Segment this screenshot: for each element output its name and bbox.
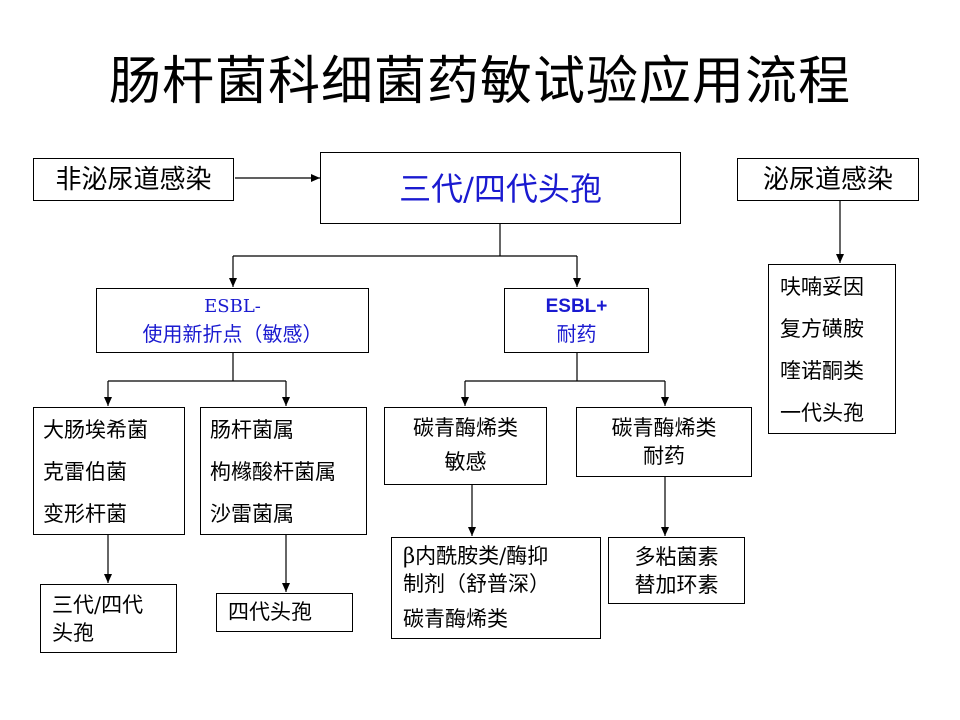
result-d-line2: 替加环素 bbox=[634, 573, 719, 597]
carbapenem-sensitive-box: 碳青酶烯类 敏感 bbox=[384, 407, 547, 485]
uti-label: 泌尿道感染 bbox=[762, 165, 893, 195]
esbl-positive-line1: ESBL+ bbox=[545, 296, 608, 317]
carbapenem-sensitive-line1: 碳青酶烯类 bbox=[413, 416, 518, 440]
carbapenem-resistant-line2: 耐药 bbox=[643, 444, 685, 468]
result-d-line1: 多粘菌素 bbox=[634, 545, 719, 569]
main-cephalosporin-box: 三代/四代头孢 bbox=[320, 152, 681, 224]
uti-drug-item: 一代头孢 bbox=[780, 401, 864, 425]
uti-drug-item: 复方磺胺 bbox=[780, 317, 864, 341]
result-b-box: 四代头孢 bbox=[216, 593, 353, 632]
esbl-positive-line2: 耐药 bbox=[556, 322, 597, 346]
result-a-line1: 三代/四代 bbox=[52, 593, 144, 617]
result-a-line2: 头孢 bbox=[52, 621, 94, 645]
result-d-box: 多粘菌素 替加环素 bbox=[608, 537, 745, 604]
result-c-line2: 制剂（舒普深） bbox=[403, 572, 550, 596]
organism-group-b-box: 肠杆菌属 枸橼酸杆菌属 沙雷菌属 bbox=[200, 407, 367, 535]
non-uti-box: 非泌尿道感染 bbox=[33, 158, 234, 201]
uti-drug-item: 喹诺酮类 bbox=[780, 359, 864, 383]
organism-group-a-box: 大肠埃希菌 克雷伯菌 变形杆菌 bbox=[33, 407, 185, 535]
result-c-box: β内酰胺类/酶抑 制剂（舒普深） 碳青酶烯类 bbox=[391, 537, 601, 639]
organism-item: 沙雷菌属 bbox=[210, 502, 294, 526]
carbapenem-sensitive-line2: 敏感 bbox=[444, 450, 487, 474]
carbapenem-resistant-box: 碳青酶烯类 耐药 bbox=[576, 407, 752, 477]
esbl-negative-box: ESBL- 使用新折点（敏感） bbox=[96, 288, 369, 353]
result-c-line3: 碳青酶烯类 bbox=[403, 607, 508, 631]
result-c-line1: β内酰胺类/酶抑 bbox=[403, 544, 549, 568]
uti-drugs-box: 呋喃妥因 复方磺胺 喹诺酮类 一代头孢 bbox=[768, 264, 896, 434]
organism-item: 大肠埃希菌 bbox=[43, 418, 148, 442]
organism-item: 肠杆菌属 bbox=[210, 418, 294, 442]
uti-drug-item: 呋喃妥因 bbox=[780, 275, 864, 299]
organism-item: 枸橼酸杆菌属 bbox=[210, 460, 336, 484]
organism-item: 克雷伯菌 bbox=[43, 460, 127, 484]
page-title: 肠杆菌科细菌药敏试验应用流程 bbox=[108, 52, 851, 112]
result-a-box: 三代/四代 头孢 bbox=[40, 584, 177, 653]
result-b-label: 四代头孢 bbox=[228, 600, 312, 624]
esbl-positive-box: ESBL+ 耐药 bbox=[504, 288, 649, 353]
main-cephalosporin-label: 三代/四代头孢 bbox=[399, 170, 602, 208]
uti-box: 泌尿道感染 bbox=[737, 158, 919, 201]
esbl-negative-line2: 使用新折点（敏感） bbox=[142, 322, 323, 346]
non-uti-label: 非泌尿道感染 bbox=[55, 165, 212, 195]
organism-item: 变形杆菌 bbox=[43, 502, 127, 526]
esbl-negative-line1: ESBL- bbox=[204, 296, 261, 317]
carbapenem-resistant-line1: 碳青酶烯类 bbox=[611, 416, 717, 440]
